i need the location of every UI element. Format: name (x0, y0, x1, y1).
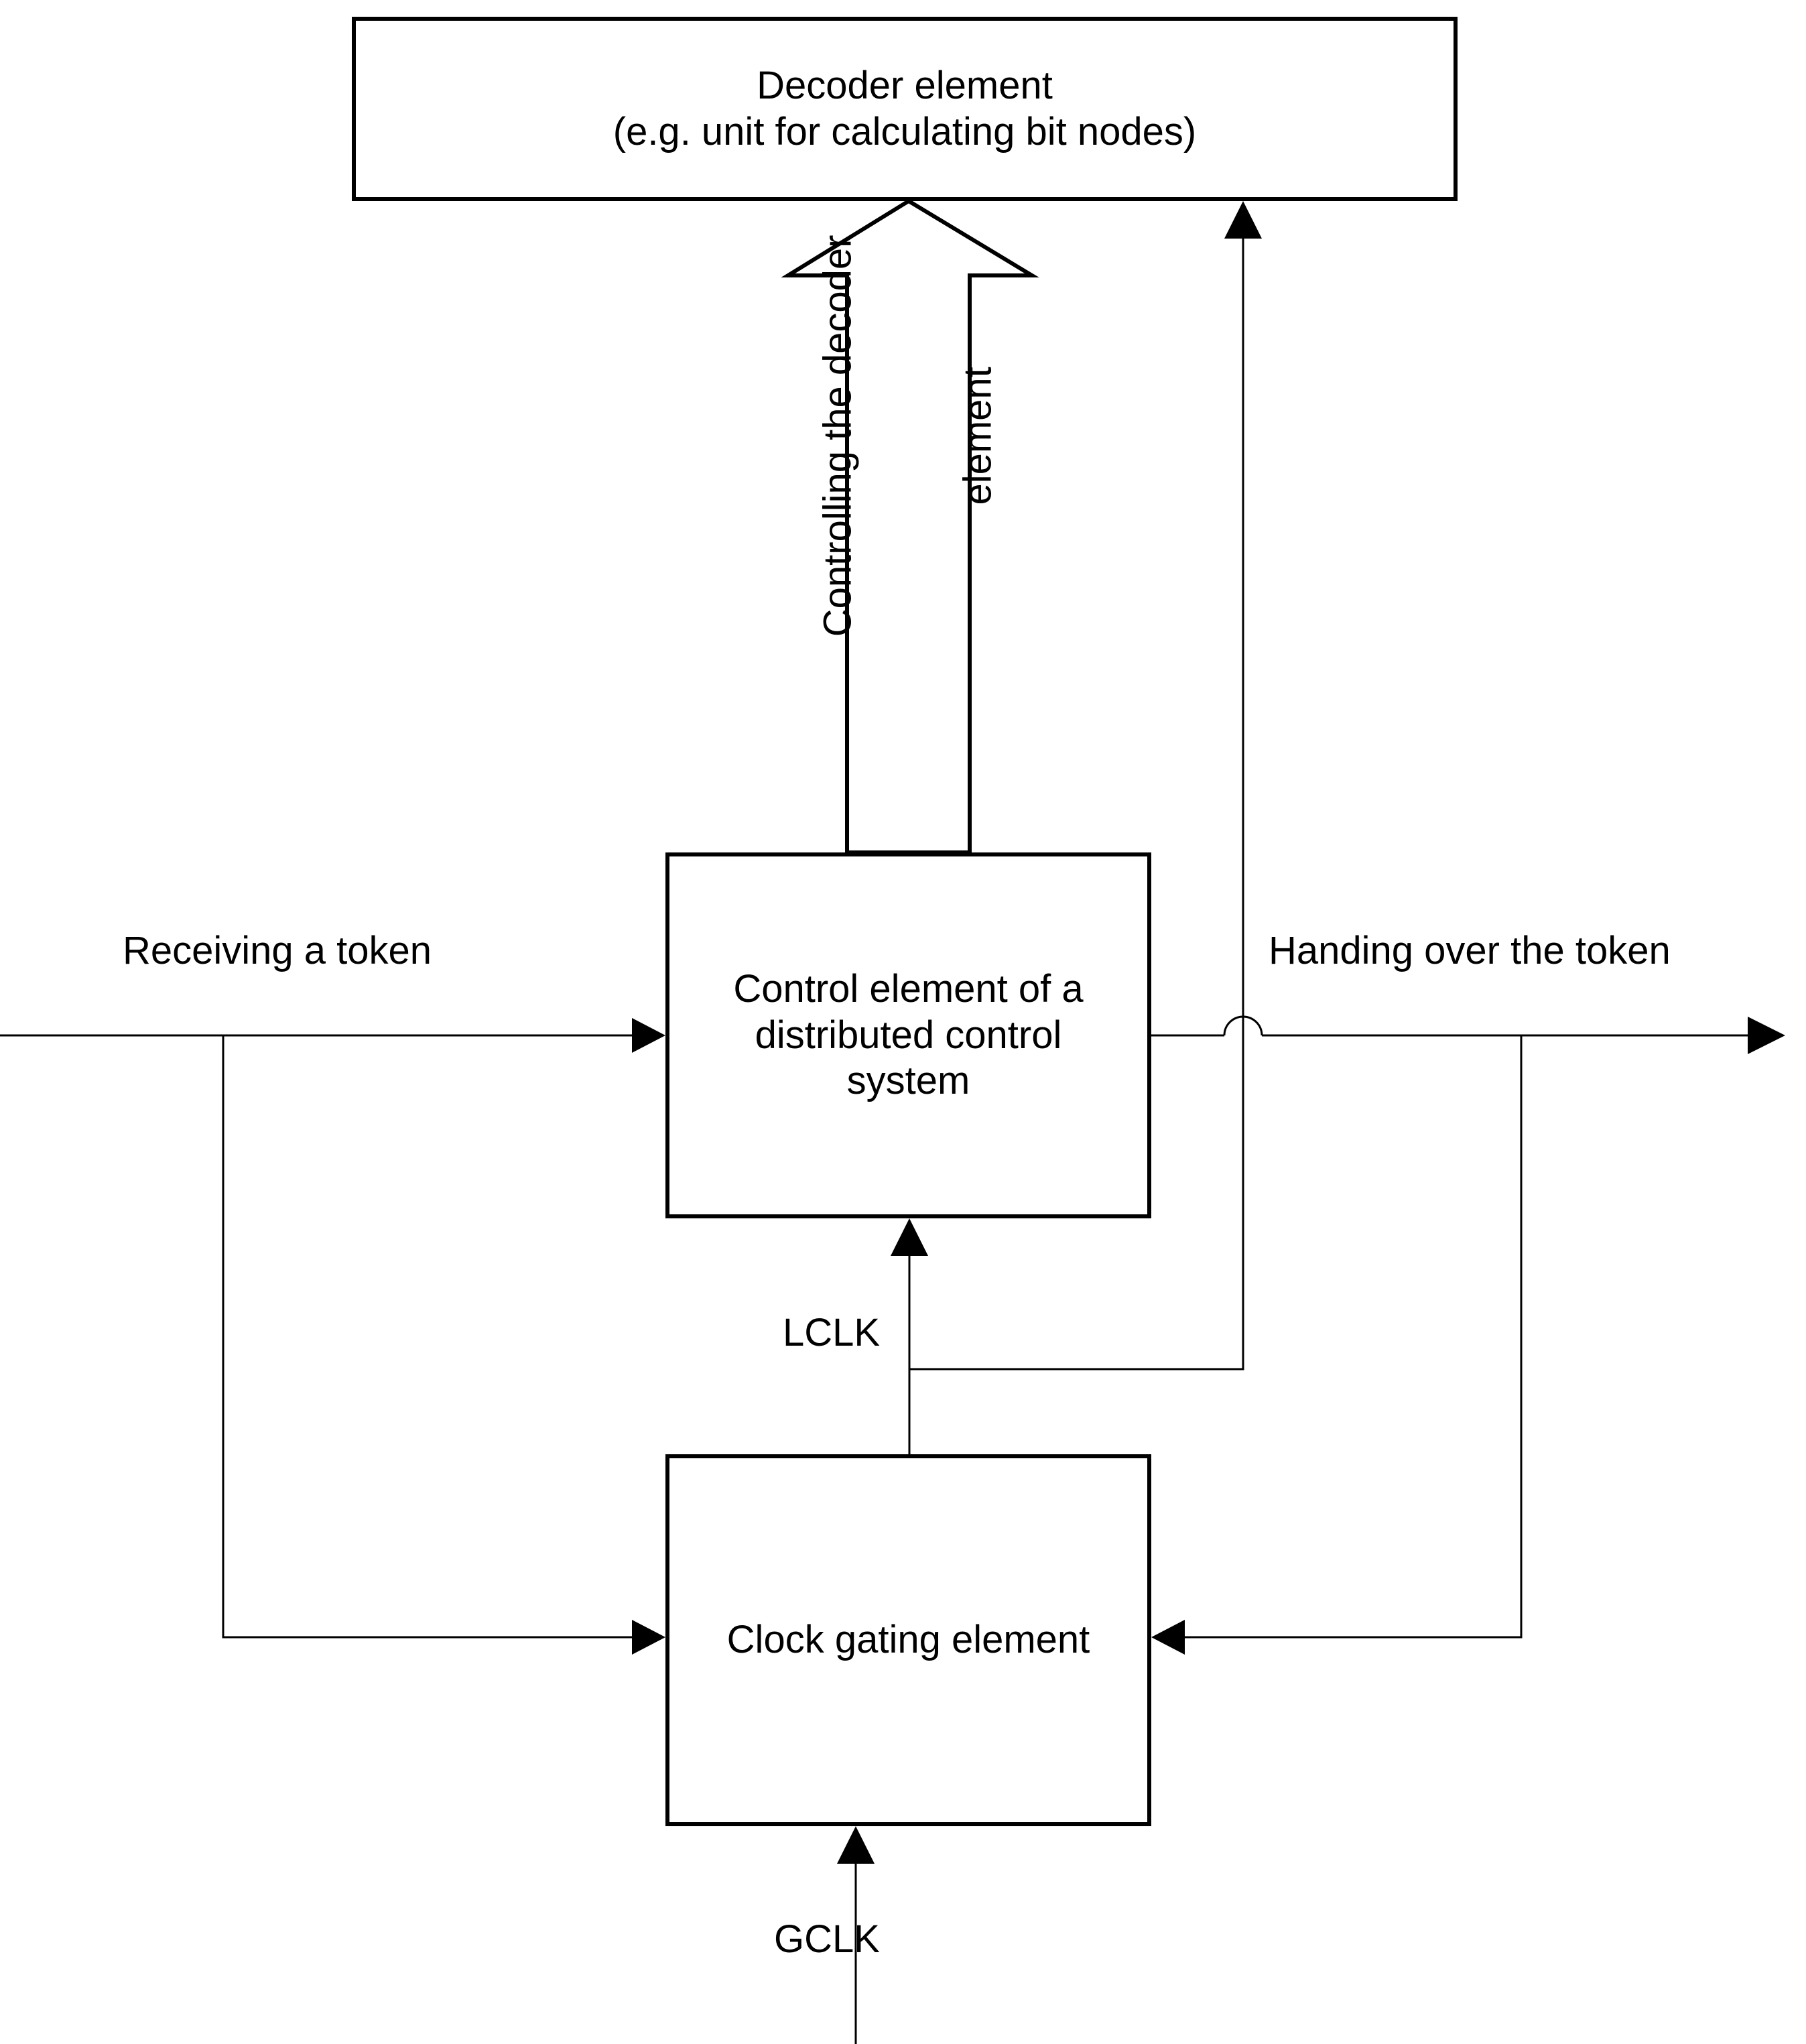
wire-enable-right (1177, 1035, 1523, 1639)
clock-gating-element-label: Clock gating element (718, 1617, 1100, 1663)
decoder-element-box: Decoder element (e.g. unit for calculati… (352, 17, 1458, 201)
lclk-label: LCLK (783, 1311, 881, 1354)
clock-gating-element-line1: Clock gating element (726, 1618, 1090, 1662)
arrowhead-lclk-decoder (1224, 201, 1262, 239)
arrowhead-gclk (837, 1826, 875, 1864)
control-element-box: Control element of a distributed control… (665, 852, 1151, 1218)
receiving-token-label: Receiving a token (123, 929, 432, 972)
decoder-element-line2: (e.g. unit for calculating bit nodes) (612, 109, 1197, 153)
arrowhead-enable-right (1151, 1620, 1185, 1655)
arrowhead-token-in (632, 1018, 665, 1053)
handing-token-label: Handing over the token (1269, 929, 1671, 972)
control-element-line1: Control element of a (733, 967, 1084, 1011)
decoder-element-label: Decoder element (e.g. unit for calculati… (604, 63, 1206, 155)
gclk-label: GCLK (774, 1917, 880, 1961)
clock-gating-element-box: Clock gating element (665, 1454, 1151, 1826)
block-arrow-control-to-decoder (781, 198, 1039, 854)
wire-lclk-to-decoder (909, 231, 1244, 1370)
controlling-decoder-label-rotated: Controlling the decoder element (722, 235, 1095, 637)
arrowhead-token-out (1748, 1017, 1785, 1054)
control-element-label: Control element of a distributed control… (724, 966, 1092, 1104)
control-element-line2: distributed control (755, 1013, 1062, 1057)
controlling-decoder-line1: Controlling the decoder (816, 235, 860, 637)
arrowhead-enable-left (632, 1620, 665, 1655)
control-element-line3: system (846, 1059, 970, 1103)
wire-enable-left (222, 1035, 640, 1639)
decoder-element-line1: Decoder element (757, 64, 1053, 108)
arrowhead-lclk-control (891, 1218, 928, 1256)
controlling-decoder-line2: element (956, 366, 1000, 505)
